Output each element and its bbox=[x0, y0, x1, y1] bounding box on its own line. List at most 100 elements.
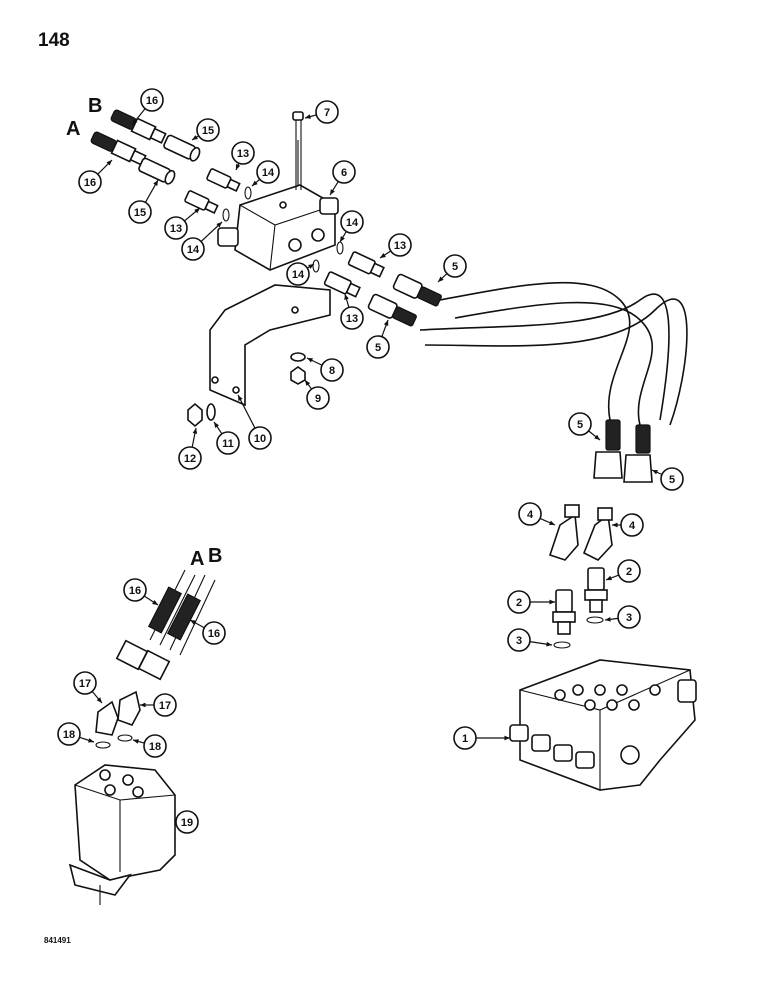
callout-3: 3 bbox=[604, 605, 641, 629]
leader-arrowhead bbox=[383, 320, 389, 326]
callout-circle bbox=[57, 722, 81, 746]
callout-10: 10 bbox=[237, 394, 272, 450]
callout-circle bbox=[140, 88, 164, 112]
callout-number: 5 bbox=[669, 474, 675, 486]
leader-arrowhead bbox=[106, 160, 112, 166]
callout-circle bbox=[78, 170, 102, 194]
callout-8: 8 bbox=[306, 357, 344, 382]
callout-circle bbox=[181, 237, 205, 261]
callout-circle bbox=[443, 254, 467, 278]
o-ring-18-right bbox=[117, 734, 133, 742]
callout-16: 16 bbox=[131, 88, 164, 126]
callout-circle bbox=[507, 628, 531, 652]
callout-1: 1 bbox=[453, 726, 510, 750]
callout-number: 14 bbox=[262, 167, 275, 179]
callout-14: 14 bbox=[286, 262, 315, 286]
hose-16-lower-b bbox=[137, 574, 216, 681]
mounting-bracket-10 bbox=[209, 284, 331, 407]
callout-number: 16 bbox=[84, 177, 96, 189]
callout-5: 5 bbox=[437, 254, 467, 283]
callout-5: 5 bbox=[568, 412, 601, 441]
callout-number: 16 bbox=[146, 95, 158, 107]
callout-16: 16 bbox=[189, 619, 226, 645]
callout-3: 3 bbox=[507, 628, 553, 652]
leader-arrowhead bbox=[606, 575, 612, 581]
hose-end-b-upper bbox=[110, 109, 167, 144]
callout-circle bbox=[366, 335, 390, 359]
callout-circle bbox=[518, 502, 542, 526]
leader-arrowhead bbox=[330, 189, 335, 195]
callout-5: 5 bbox=[651, 467, 684, 491]
elbow-17-left bbox=[95, 700, 119, 736]
hose-16-lower-a bbox=[115, 569, 196, 671]
callout-number: 5 bbox=[452, 261, 458, 273]
callout-7: 7 bbox=[304, 100, 339, 124]
leader-arrowhead bbox=[214, 422, 220, 428]
port-label-a-lower: A bbox=[190, 548, 204, 570]
callout-2: 2 bbox=[507, 590, 555, 614]
callout-circle bbox=[306, 386, 330, 410]
adapter-2-right bbox=[584, 567, 608, 613]
callout-15: 15 bbox=[191, 118, 220, 142]
callout-number: 13 bbox=[394, 240, 406, 252]
callout-circle bbox=[340, 210, 364, 234]
callout-number: 4 bbox=[629, 520, 636, 532]
callout-14: 14 bbox=[181, 221, 223, 261]
callout-4: 4 bbox=[612, 513, 644, 537]
page-number: 148 bbox=[38, 30, 70, 51]
o-ring-14-a bbox=[244, 186, 252, 200]
elbow-4-left bbox=[548, 504, 580, 561]
callout-number: 15 bbox=[202, 125, 214, 137]
leader-arrowhead bbox=[549, 599, 555, 605]
callout-15: 15 bbox=[128, 179, 159, 224]
leader-arrowhead bbox=[194, 208, 200, 214]
callout-circle bbox=[660, 467, 684, 491]
callout-6: 6 bbox=[329, 160, 356, 196]
valve-block-6 bbox=[217, 184, 339, 271]
callout-circle bbox=[256, 160, 280, 184]
hose-end-5-upper bbox=[392, 273, 442, 307]
leader-arrowhead bbox=[308, 264, 314, 269]
leader-arrowhead bbox=[235, 164, 241, 170]
callout-14: 14 bbox=[251, 160, 280, 187]
leader-arrowhead bbox=[594, 434, 600, 440]
leader-arrowhead bbox=[192, 135, 198, 140]
hose-end-5-right-b bbox=[623, 424, 653, 483]
leader-line bbox=[237, 394, 256, 429]
leader-arrowhead bbox=[152, 600, 158, 605]
leader-arrowhead bbox=[190, 620, 196, 625]
callout-number: 9 bbox=[315, 393, 321, 405]
callout-16: 16 bbox=[123, 578, 159, 606]
leader-arrowhead bbox=[605, 616, 611, 622]
callout-circle bbox=[315, 100, 339, 124]
callout-number: 2 bbox=[516, 597, 522, 609]
hose-end-5-right-a bbox=[593, 419, 623, 479]
callout-circle bbox=[286, 262, 310, 286]
hose-assembly bbox=[419, 281, 688, 426]
adapter-15-lower bbox=[138, 157, 176, 185]
callout-circle bbox=[178, 446, 202, 470]
callout-number: 2 bbox=[626, 566, 632, 578]
callout-16: 16 bbox=[78, 159, 113, 194]
leader-arrowhead bbox=[549, 520, 555, 525]
callout-number: 10 bbox=[254, 433, 266, 445]
leader-arrowhead bbox=[88, 738, 94, 743]
callout-number: 17 bbox=[159, 700, 171, 712]
callout-number: 7 bbox=[324, 107, 330, 119]
callout-circle bbox=[123, 578, 147, 602]
callout-number: 1 bbox=[462, 733, 468, 745]
callout-circle bbox=[164, 216, 188, 240]
leader-arrowhead bbox=[612, 522, 618, 528]
nut-9 bbox=[290, 366, 306, 385]
leader-arrowhead bbox=[438, 276, 444, 282]
connector-13-lower-left bbox=[184, 190, 219, 214]
leader-arrowhead bbox=[140, 702, 146, 708]
bolt-7 bbox=[292, 111, 304, 190]
callout-number: 3 bbox=[626, 612, 632, 624]
callout-number: 11 bbox=[222, 438, 234, 450]
callout-number: 12 bbox=[184, 453, 196, 465]
leader-arrowhead bbox=[96, 697, 102, 703]
leader-arrowhead bbox=[344, 294, 349, 300]
callout-number: 13 bbox=[237, 148, 249, 160]
